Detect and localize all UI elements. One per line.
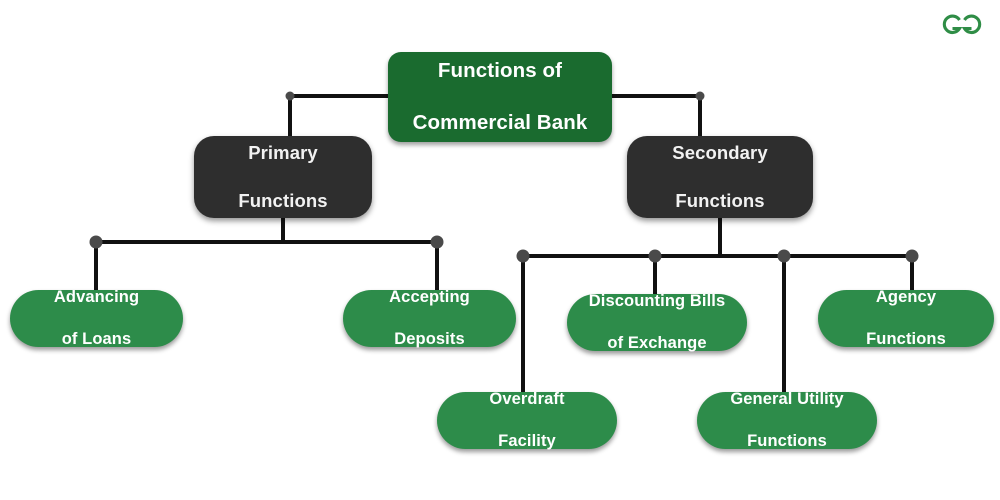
geeksforgeeks-logo-icon: [942, 14, 982, 34]
node-label-line1: Primary: [248, 142, 318, 164]
junction-dot-primary-right: [430, 235, 444, 249]
junction-dot-secondary-3: [777, 249, 791, 263]
junction-dot-secondary-4: [905, 249, 919, 263]
node-label-line2: Functions: [747, 432, 827, 451]
node-advancing-of-loans[interactable]: Advancing of Loans: [10, 287, 183, 350]
junction-dot-secondary-2: [648, 249, 662, 263]
node-label: Functions of Commercial Bank: [388, 58, 612, 137]
node-functions-of-commercial-bank[interactable]: Functions of Commercial Bank: [388, 52, 612, 142]
junction-dot-root-left: [285, 91, 295, 101]
junction-dot-primary-left: [89, 235, 103, 249]
node-label: Advancing of Loans: [10, 287, 183, 350]
node-label-line1: Accepting: [389, 287, 470, 306]
node-label-line2: of Loans: [61, 330, 132, 349]
junction-dot-root-right: [695, 91, 705, 101]
node-label-line2: Functions: [866, 330, 946, 349]
node-label-line1: Advancing: [53, 287, 140, 306]
junction-dot-secondary-1: [516, 249, 530, 263]
node-label-line2: Functions: [675, 189, 765, 211]
node-label-line1: Overdraft: [489, 389, 565, 408]
node-label-line1: Functions of: [437, 58, 563, 82]
node-label-line1: General Utility: [730, 389, 844, 408]
node-label-line2: Facility: [498, 432, 556, 451]
node-label-line1: Agency: [875, 287, 937, 306]
node-discounting-bills-of-exchange[interactable]: Discounting Bills of Exchange: [567, 291, 747, 354]
node-label-line1: Secondary: [672, 142, 768, 164]
node-label-line2: Commercial Bank: [412, 111, 588, 135]
node-label-line2: Deposits: [394, 330, 465, 349]
node-label-line2: Functions: [238, 189, 328, 211]
node-label-line2: of Exchange: [607, 334, 707, 353]
node-label-line1: Discounting Bills: [588, 291, 726, 310]
node-label: Discounting Bills of Exchange: [567, 291, 747, 354]
